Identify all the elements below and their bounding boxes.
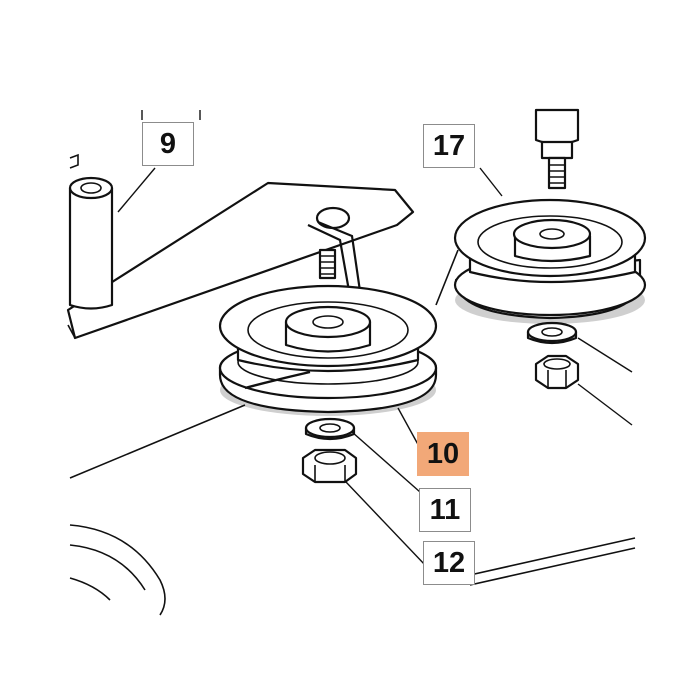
washer-right	[526, 321, 578, 345]
belt-segment-lower	[69, 404, 246, 479]
callout-11: 11	[419, 488, 471, 532]
deck-plate-lower	[69, 524, 636, 616]
callout-10: 10	[417, 432, 469, 476]
washer-11	[304, 417, 356, 441]
arm-hole	[315, 206, 351, 230]
spring-hook-rod	[307, 220, 364, 309]
leader-right-nut	[577, 383, 633, 426]
nut-12	[301, 448, 358, 484]
shaft-bolt	[534, 108, 580, 190]
leader-11	[351, 431, 421, 493]
nut-right	[534, 354, 580, 390]
spacer-bushing	[68, 153, 114, 310]
idler-pulley-10	[218, 284, 438, 416]
belt-segment	[435, 249, 459, 306]
leader-12	[345, 481, 427, 567]
callout-17: 17	[423, 124, 475, 168]
leader-17	[479, 167, 503, 197]
pulley-17	[453, 198, 647, 324]
leader-9	[117, 167, 156, 213]
idler-arm-plate	[66, 181, 415, 340]
callout-9: 9	[142, 122, 194, 166]
callout-12: 12	[423, 541, 475, 585]
leader-right-washer	[577, 337, 633, 373]
box-9-tick	[141, 110, 201, 120]
